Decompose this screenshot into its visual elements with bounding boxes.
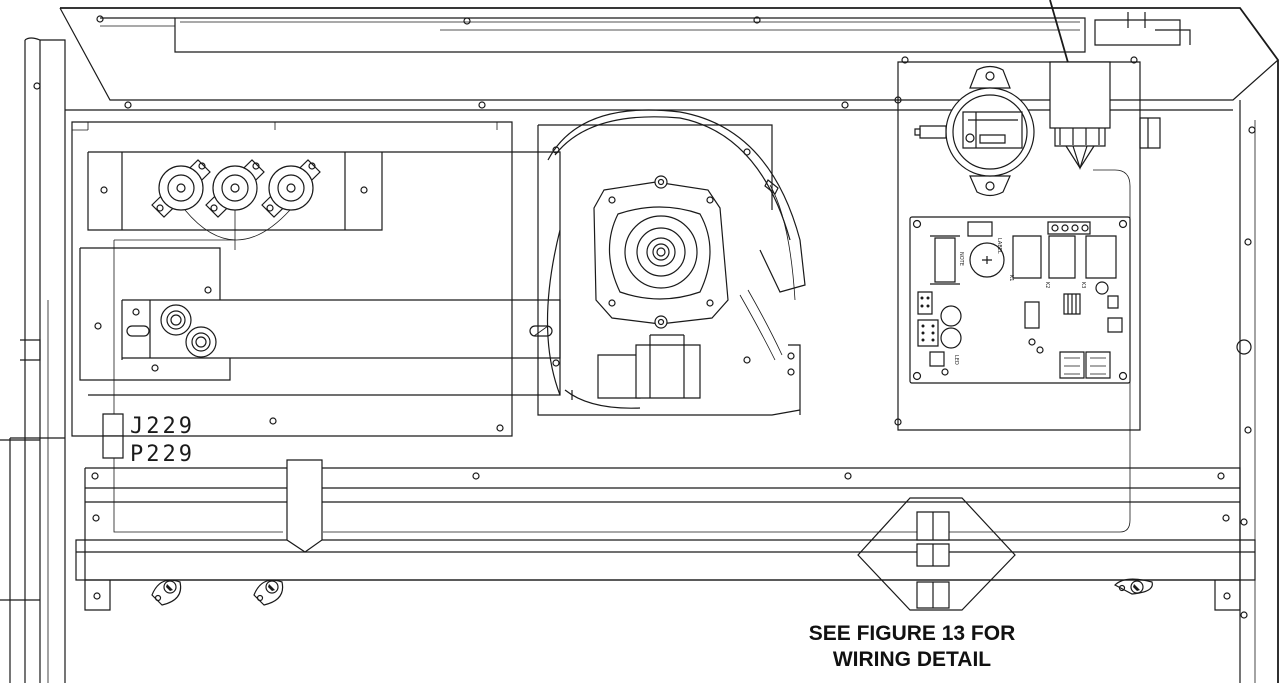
inducer-blower <box>538 110 805 415</box>
note-line-2: WIRING DETAIL <box>833 648 991 671</box>
left-control-panel <box>72 122 560 436</box>
bottom-rails <box>76 468 1255 610</box>
harness-junction <box>858 498 1015 610</box>
svg-text:NOTE: NOTE <box>958 252 964 266</box>
note-line-1: SEE FIGURE 13 FOR <box>809 622 1016 645</box>
svg-text:LED: LED <box>953 355 959 365</box>
connector-p229: P229 <box>103 436 195 467</box>
burner-bracket <box>80 248 560 431</box>
bottom-fasteners <box>152 579 1152 605</box>
screw-holes <box>34 16 1255 618</box>
svg-text:LABEL: LABEL <box>996 238 1002 254</box>
pressure-switch <box>915 67 1034 196</box>
svg-text:K3: K3 <box>1080 282 1086 288</box>
connector-j229-label: J229 <box>130 414 195 439</box>
control-board: LABEL NOTE K1 K2 K3 LED <box>910 217 1130 383</box>
auxiliary-switch <box>1050 62 1110 168</box>
svg-text:K1: K1 <box>1008 275 1014 281</box>
limit-switch-1 <box>152 160 210 217</box>
connector-p229-label: P229 <box>130 442 195 467</box>
svg-text:K2: K2 <box>1044 282 1050 288</box>
limit-switch-2 <box>206 160 264 217</box>
wiring-note: SEE FIGURE 13 FOR WIRING DETAIL <box>809 622 1016 671</box>
limit-switch-3 <box>262 160 320 217</box>
connector-j229: J229 <box>103 414 195 439</box>
rail-clamp <box>287 460 322 552</box>
